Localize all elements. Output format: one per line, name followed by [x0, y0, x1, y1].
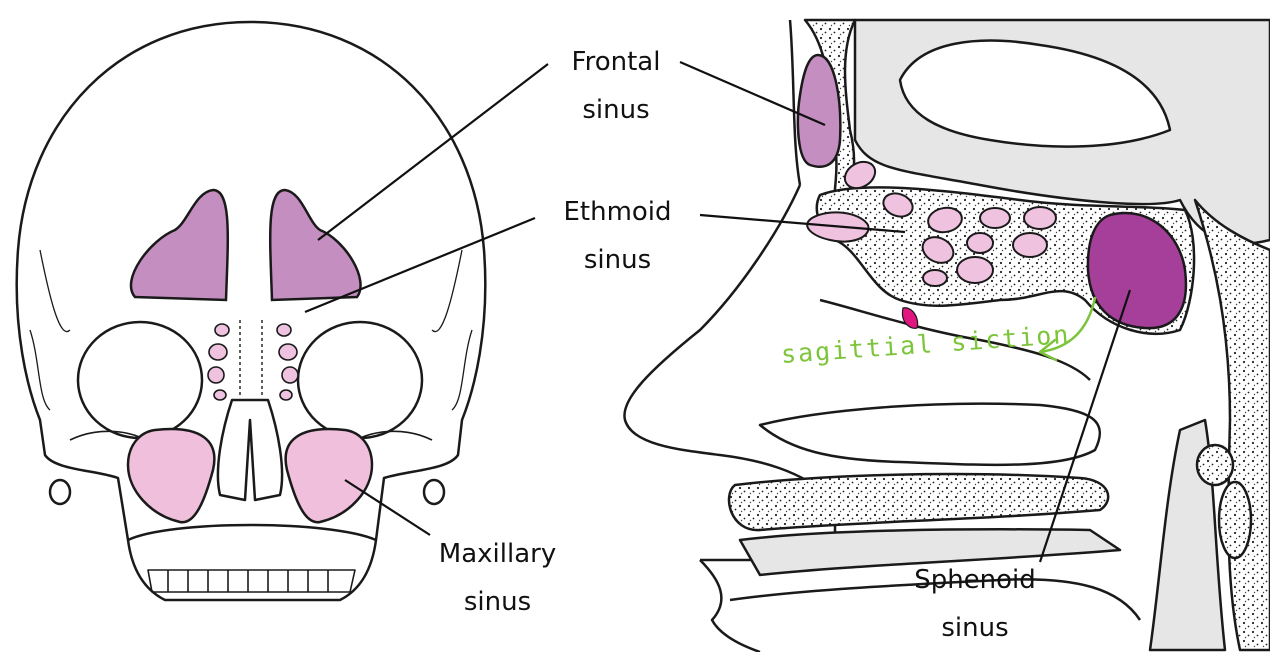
sphenoid-sinus-label: Sphenoid sinus	[900, 556, 1050, 652]
maxillary-label-line2: sinus	[425, 578, 570, 626]
frontal-sinus-label: Frontal sinus	[560, 38, 672, 134]
nasal-floor	[760, 404, 1100, 465]
vertebra-upper	[1197, 445, 1233, 485]
sphenoid-label-line2: sinus	[900, 604, 1050, 652]
frontal-sinus-sagittal	[798, 55, 840, 167]
ethmoid-label-line2: sinus	[545, 236, 690, 284]
vertebra-lower	[1219, 482, 1251, 558]
right-eye-socket	[298, 322, 422, 438]
maxillary-sinus-label: Maxillary sinus	[425, 530, 570, 626]
ear-lobe-left	[50, 480, 70, 504]
ethmoid-label-line1: Ethmoid	[545, 188, 690, 236]
lip-profile	[700, 560, 760, 652]
sphenoid-label-line1: Sphenoid	[900, 556, 1050, 604]
skull-front-view	[17, 22, 486, 600]
ethmoid-sinus-label: Ethmoid sinus	[545, 188, 690, 284]
left-eye-socket	[78, 322, 202, 438]
frontal-label-line2: sinus	[560, 86, 672, 134]
ear-lobe-right	[424, 480, 444, 504]
palate-bone	[729, 474, 1108, 530]
frontal-label-line1: Frontal	[560, 38, 672, 86]
accent-spot	[902, 308, 917, 329]
cranium-outline	[17, 22, 486, 600]
maxillary-label-line1: Maxillary	[425, 530, 570, 578]
